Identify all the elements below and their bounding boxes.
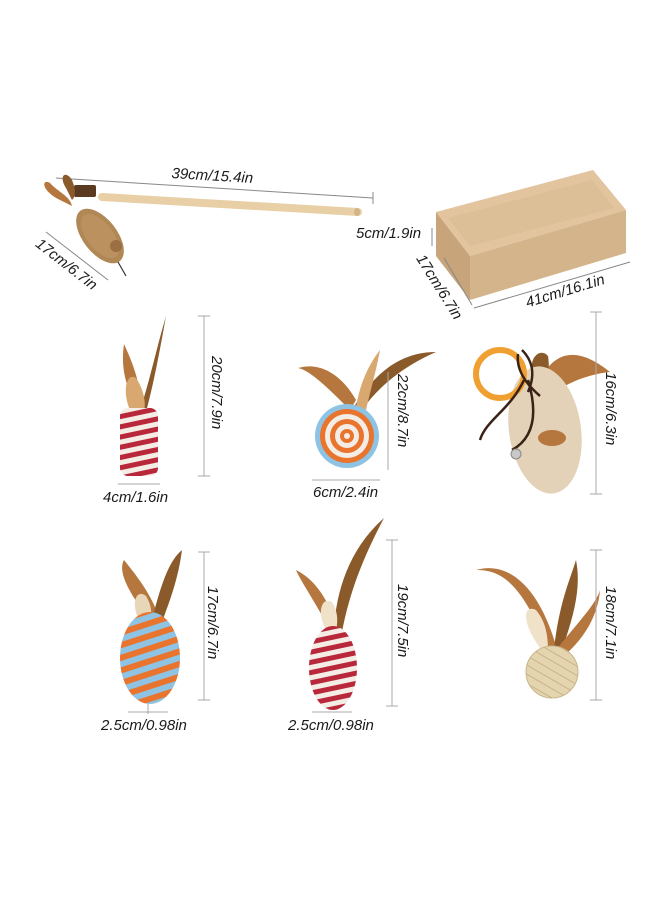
spiral-height-label: 22cm/8.7in (394, 374, 411, 448)
mouse-red-toy (296, 518, 398, 713)
wand-toy (44, 174, 374, 281)
mouse-blue-height-label: 17cm/6.7in (204, 586, 221, 660)
ball-height-label: 18cm/7.1in (602, 586, 619, 660)
plush-height-label: 16cm/6.3in (602, 372, 619, 446)
spiral-width-label: 6cm/2.4in (313, 484, 379, 501)
coil-toy (118, 315, 210, 485)
box-height-label: 5cm/1.9in (356, 225, 422, 242)
ball-toy (476, 549, 602, 701)
mouse-blue-toy (120, 550, 210, 714)
mouse-red-width-label: 2.5cm/0.98in (288, 717, 374, 734)
plush-toy (473, 311, 610, 495)
mouse-red-height-label: 19cm/7.5in (394, 584, 411, 658)
coil-height-label: 20cm/7.9in (208, 356, 225, 430)
gift-box (431, 170, 631, 309)
spiral-toy (298, 350, 436, 481)
coil-width-label: 4cm/1.6in (103, 489, 169, 506)
mouse-blue-width-label: 2.5cm/0.98in (101, 717, 187, 734)
